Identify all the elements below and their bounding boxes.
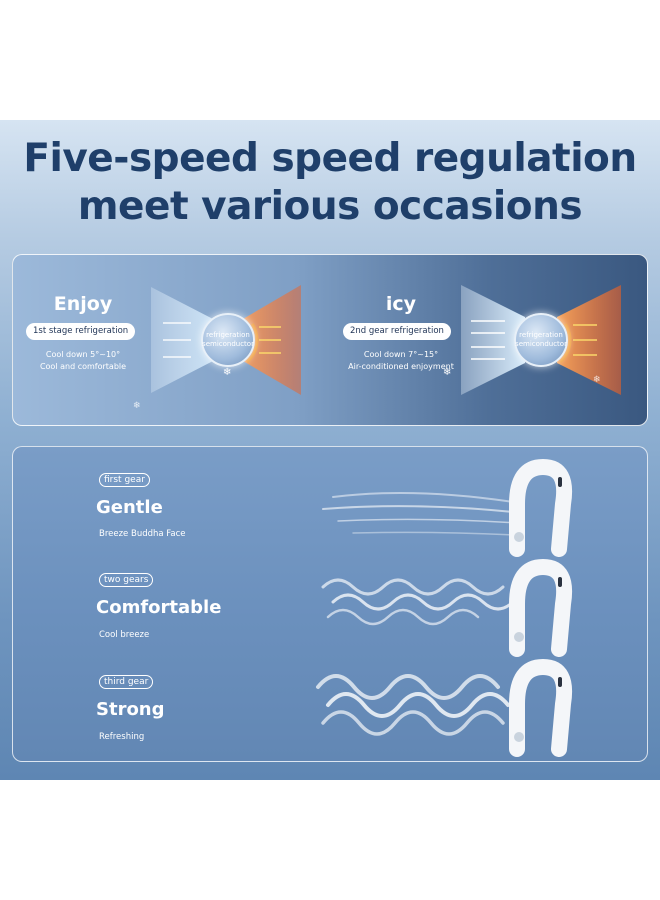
mode-badge: 2nd gear refrigeration	[343, 323, 451, 340]
cooling-modes-panel: Enjoy 1st stage refrigeration Cool down …	[12, 254, 648, 426]
neck-fan-icon	[509, 659, 572, 757]
cool-air-arrows-icon	[151, 285, 301, 395]
snowflake-icon: ❄	[133, 401, 141, 411]
warm-air-arrows-icon	[461, 285, 621, 395]
cooling-visual: refrigeration semiconductor	[461, 285, 621, 395]
headline-line-1: Five-speed speed regulation	[23, 136, 637, 181]
wind-waves-icon	[316, 492, 519, 736]
mode-desc-line-1: Cool down 5°~10°	[45, 350, 121, 359]
chip-label-1: refrigeration	[206, 331, 250, 339]
mode-title: Enjoy	[53, 293, 113, 315]
gear-tag: third gear	[99, 675, 154, 689]
mode-desc-line-1: Cool down 7°~15°	[363, 350, 439, 359]
mode-title: icy	[385, 293, 417, 315]
mode-badge: 1st stage refrigeration	[26, 323, 136, 340]
gear-subtitle: Breeze Buddha Face	[99, 529, 186, 539]
cooling-mode-icy: icy 2nd gear refrigeration Cool down 7°~…	[331, 255, 631, 425]
gears-panel: first gear Gentle Breeze Buddha Face two…	[12, 446, 648, 762]
mode-description: Cool down 7°~15° Air-conditioned enjoyme…	[331, 349, 471, 373]
gear-subtitle: Refreshing	[99, 732, 145, 742]
chip-label-1: refrigeration	[519, 331, 563, 339]
gear-subtitle: Cool breeze	[99, 630, 150, 640]
neck-fan-icon	[509, 559, 572, 657]
mode-desc-line-2: Cool and comfortable	[39, 362, 127, 371]
snowflake-icon: ❄	[223, 367, 232, 378]
mode-desc-line-2: Air-conditioned enjoyment	[348, 362, 454, 371]
gear-name: Strong	[96, 699, 165, 720]
gear-tag: first gear	[99, 473, 150, 487]
product-banner: Five-speed speed regulation meet various…	[0, 120, 660, 780]
semiconductor-chip: refrigeration semiconductor	[201, 313, 255, 367]
chip-label-2: semiconductor	[202, 340, 254, 348]
cooling-visual: refrigeration semiconductor	[151, 285, 301, 395]
chip-label-2: semiconductor	[515, 340, 567, 348]
gear-name: Comfortable	[96, 597, 222, 618]
gear-name: Gentle	[96, 497, 163, 518]
neck-fan-icon	[509, 459, 572, 557]
headline-line-2: meet various occasions	[77, 184, 583, 229]
semiconductor-chip: refrigeration semiconductor	[514, 313, 568, 367]
cooling-mode-enjoy: Enjoy 1st stage refrigeration Cool down …	[13, 255, 313, 425]
gear-tag: two gears	[99, 573, 154, 587]
mode-description: Cool down 5°~10° Cool and comfortable	[13, 349, 153, 373]
snowflake-icon: ❄	[593, 375, 601, 385]
snowflake-icon: ❄	[443, 367, 452, 378]
